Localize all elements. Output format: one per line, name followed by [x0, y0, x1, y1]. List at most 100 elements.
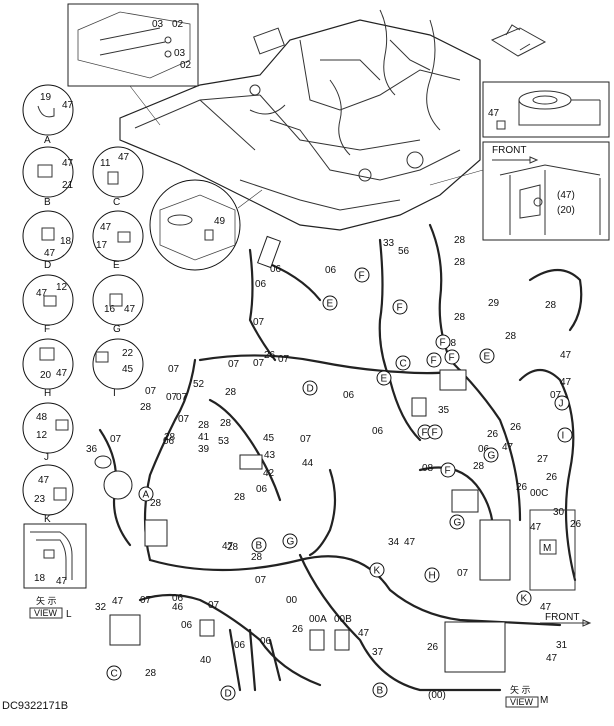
svg-text:47: 47: [56, 576, 68, 587]
part-label: 28: [545, 300, 557, 311]
letter-marker-text: E: [381, 374, 388, 385]
part-label: 06: [372, 426, 384, 437]
harness-letter-marker: G: [449, 514, 465, 530]
svg-text:47: 47: [62, 158, 74, 169]
svg-text:D: D: [44, 260, 51, 271]
front-arrow-symbol: [490, 24, 547, 57]
part-label: 34: [388, 537, 400, 548]
svg-text:VIEW: VIEW: [34, 608, 58, 618]
svg-text:C: C: [113, 197, 120, 208]
harness-letter-marker: E: [479, 348, 495, 364]
part-label: 07: [168, 364, 180, 375]
harness-letter-marker: G: [483, 447, 499, 463]
harness-letter-marker: J: [554, 395, 570, 411]
letter-marker-circle: [479, 348, 495, 364]
harness-letter-marker: I: [557, 427, 573, 443]
part-label: 28: [220, 418, 232, 429]
svg-text:12: 12: [56, 282, 68, 293]
svg-text:B: B: [44, 197, 51, 208]
harness-letter-marker: F: [392, 299, 408, 315]
letter-marker-circle: [516, 590, 532, 606]
part-label: 56: [398, 246, 410, 257]
part-label: 28: [505, 331, 517, 342]
letter-marker-circle: [427, 424, 443, 440]
view-M-label: 矢 示 VIEW M: [505, 684, 548, 708]
part-label: 37: [372, 647, 384, 658]
svg-text:矢 示: 矢 示: [510, 684, 531, 695]
part-label: 06: [325, 265, 337, 276]
part-label: 47: [112, 596, 124, 607]
part-label: 07: [550, 390, 562, 401]
letter-marker-text: G: [488, 451, 496, 462]
part-label: 06: [260, 636, 272, 647]
letter-marker-text: D: [307, 384, 314, 395]
letter-marker-text: H: [429, 571, 436, 582]
part-03-b: 03: [174, 48, 186, 59]
part-label: 43: [264, 450, 276, 461]
letter-marker-circle: [440, 462, 456, 478]
part-label: 32: [95, 602, 107, 613]
harness-letter-marker: D: [220, 685, 236, 701]
svg-text:A: A: [44, 135, 51, 146]
harness-letter-marker: F: [426, 352, 442, 368]
letter-marker-text: C: [400, 359, 407, 370]
part-label: 07: [140, 595, 152, 606]
part-label: 07: [208, 600, 220, 611]
part-label: 47: [546, 653, 558, 664]
svg-text:47: 47: [118, 152, 130, 163]
harness-letter-marker: B: [251, 537, 267, 553]
harness-letter-marker: F: [427, 424, 443, 440]
part-label: 27: [537, 454, 549, 465]
part-label: 00: [286, 595, 298, 606]
part-label: 36: [86, 444, 98, 455]
part-02-b: 02: [180, 60, 192, 71]
svg-text:47: 47: [56, 368, 68, 379]
part-label: 47: [358, 628, 370, 639]
letter-marker-text: E: [484, 352, 491, 363]
svg-text:47: 47: [62, 100, 74, 111]
upper-frame-chassis: [119, 9, 481, 231]
front-label-top: FRONT: [492, 145, 526, 156]
svg-text:22: 22: [122, 348, 134, 359]
part-02-a: 02: [172, 19, 184, 30]
svg-text:21: 21: [62, 180, 74, 191]
letter-marker-circle: [554, 395, 570, 411]
part-label: 28: [164, 432, 176, 443]
harness-letter-marker: K: [516, 590, 532, 606]
detail-circle-B: 47 21 B: [22, 146, 74, 208]
letter-marker-text: B: [256, 541, 263, 552]
part-label: 06: [181, 620, 193, 631]
svg-text:48: 48: [36, 412, 48, 423]
svg-text:J: J: [44, 452, 49, 463]
letter-marker-text: F: [397, 303, 403, 314]
part-label: 07: [145, 386, 157, 397]
part-label: 07: [176, 392, 188, 403]
part-label: 33: [383, 238, 395, 249]
part-label: 06: [163, 436, 175, 447]
letter-marker-text: K: [521, 594, 528, 605]
letter-marker-circle: [354, 267, 370, 283]
detail-circle-A: 19 47 A: [22, 84, 74, 146]
part-label: 26: [427, 642, 439, 653]
svg-text:L: L: [66, 609, 72, 620]
part-label: 06: [172, 593, 184, 604]
part-label: 06: [270, 264, 282, 275]
svg-text:45: 45: [122, 364, 134, 375]
part-label: 39: [198, 444, 210, 455]
svg-text:47: 47: [100, 222, 112, 233]
letter-marker-circle: [395, 355, 411, 371]
svg-text:G: G: [113, 324, 121, 335]
part-label: 28: [445, 338, 457, 349]
part-label: 26: [264, 350, 276, 361]
letter-marker-text: F: [440, 338, 446, 349]
letter-marker-circle: [376, 370, 392, 386]
svg-text:18: 18: [60, 236, 72, 247]
part-label: 07: [300, 434, 312, 445]
letter-marker-circle: [392, 299, 408, 315]
svg-text:E: E: [113, 260, 120, 271]
letter-marker-text: F: [422, 428, 428, 439]
part-label: 28: [150, 498, 162, 509]
svg-text:16: 16: [104, 304, 116, 315]
letter-marker-circle: [444, 349, 460, 365]
